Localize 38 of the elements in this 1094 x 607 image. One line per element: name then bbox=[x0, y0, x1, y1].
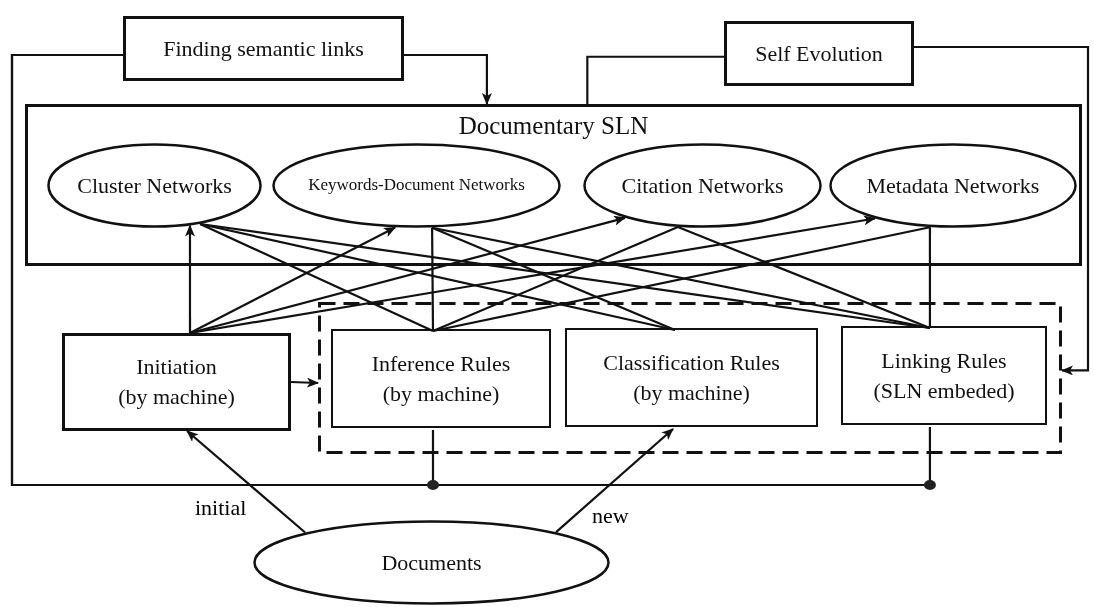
arrow bbox=[186, 430, 306, 534]
node-label: Linking Rules (SLN embeded) bbox=[872, 346, 1016, 405]
connector-line bbox=[10, 53, 932, 487]
arrow bbox=[914, 45, 1090, 376]
ellipse-node bbox=[583, 143, 822, 228]
node-label: Cluster Networks bbox=[77, 171, 232, 200]
arrow bbox=[404, 53, 492, 105]
arrow bbox=[189, 226, 396, 334]
connector-line bbox=[677, 226, 931, 330]
node-label: Documents bbox=[381, 548, 482, 577]
node-label: Initiation (by machine) bbox=[117, 353, 236, 411]
arrow bbox=[185, 224, 195, 333]
ellipse-node bbox=[47, 143, 262, 228]
container-box bbox=[25, 104, 1082, 266]
node-label: Self Evolution bbox=[755, 39, 883, 68]
arrow bbox=[290, 377, 319, 388]
connector-line bbox=[199, 223, 434, 332]
arrow bbox=[555, 428, 674, 533]
process-box bbox=[331, 329, 551, 428]
connector-line bbox=[199, 222, 676, 332]
process-box bbox=[841, 326, 1047, 425]
node-label: Citation Networks bbox=[621, 171, 784, 200]
node-label: Classification Rules (by machine) bbox=[602, 348, 781, 407]
dashed-group-box bbox=[318, 302, 1062, 454]
process-box bbox=[724, 21, 914, 86]
process-box bbox=[123, 16, 404, 81]
node-label: Finding semantic links bbox=[163, 34, 364, 63]
connector-line bbox=[586, 55, 724, 104]
process-box bbox=[62, 333, 291, 431]
ellipse-node bbox=[829, 143, 1077, 228]
connector-line bbox=[431, 227, 435, 331]
container-title: Documentary SLN bbox=[458, 111, 649, 141]
node-label: Inference Rules (by machine) bbox=[370, 349, 512, 408]
connector-line bbox=[928, 227, 932, 328]
process-box bbox=[565, 328, 818, 427]
node-label: Keywords-Document Networks bbox=[308, 174, 525, 197]
node-label: Metadata Networks bbox=[866, 171, 1040, 200]
ellipse-node bbox=[272, 143, 561, 228]
